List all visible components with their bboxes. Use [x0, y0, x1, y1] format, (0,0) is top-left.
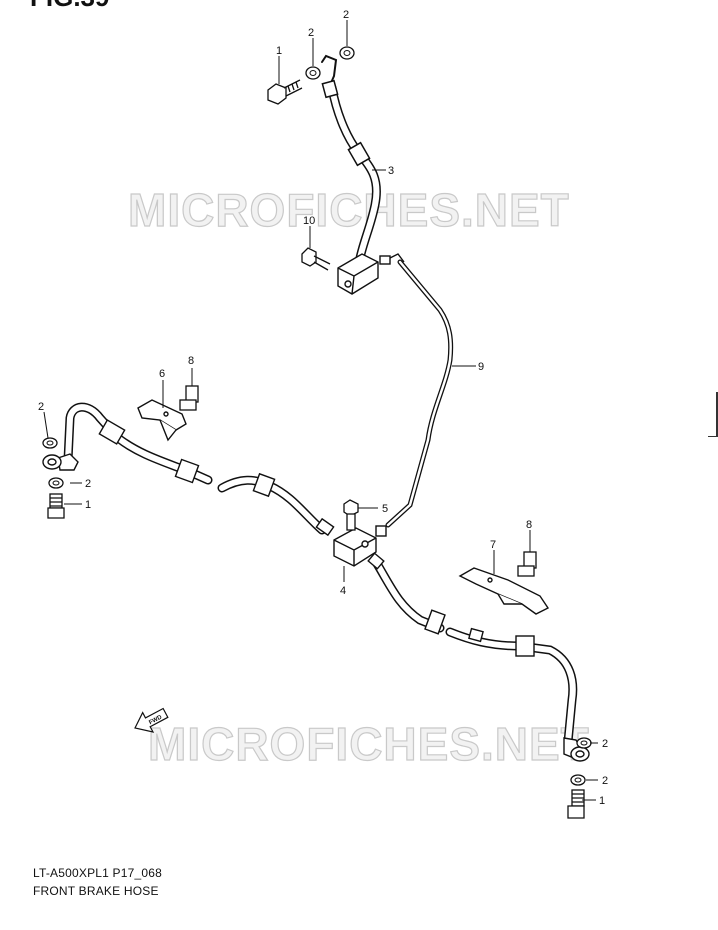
bracket-6 — [137, 399, 187, 442]
brake-pipe-9 — [385, 259, 454, 528]
center-joint-block — [333, 525, 387, 567]
callout-2: 2 — [602, 775, 608, 787]
callout-9: 9 — [478, 361, 484, 373]
callout-7: 7 — [490, 539, 496, 551]
callout-4: 4 — [340, 585, 346, 597]
callout-8: 8 — [188, 355, 194, 367]
upper-brake-hose — [321, 54, 381, 263]
drawing-title: FRONT BRAKE HOSE — [33, 884, 159, 898]
washer-icon — [309, 70, 317, 76]
callout-3: 3 — [388, 165, 394, 177]
callout-5: 5 — [382, 503, 388, 515]
right-brake-hose — [371, 557, 578, 747]
figure-label: FIG.39 — [30, 0, 109, 12]
left-hose-fittings — [42, 419, 335, 537]
callout-1: 1 — [276, 45, 282, 57]
callout-1: 1 — [85, 499, 91, 511]
bolt-10 — [301, 247, 331, 271]
drawing-code: LT-A500XPL1 P17_068 — [33, 866, 163, 880]
bolt-8-left — [179, 385, 199, 411]
page-edge-tick — [708, 436, 718, 437]
washer-icon — [52, 480, 60, 486]
callout-10: 10 — [303, 215, 315, 227]
washer-icon — [580, 740, 588, 746]
banjo-bolt-right — [567, 789, 585, 819]
washer-icon — [46, 440, 54, 446]
callout-1: 1 — [599, 795, 605, 807]
right-hose-fittings — [367, 552, 590, 762]
callout-2: 2 — [343, 9, 349, 21]
banjo-bolt-top — [267, 79, 303, 105]
washer-icon — [574, 777, 582, 783]
bolt-5 — [343, 499, 359, 531]
callout-2: 2 — [308, 27, 314, 39]
washer-icon — [343, 50, 351, 56]
callout-2: 2 — [85, 478, 91, 490]
watermark-top: MICROFICHES.NET — [128, 184, 570, 236]
page-edge-mark — [716, 392, 718, 436]
callout-6: 6 — [159, 368, 165, 380]
bolt-8-right — [517, 551, 537, 577]
banjo-bolt-left — [47, 493, 65, 519]
callout-leaders — [43, 20, 598, 801]
callout-2: 2 — [38, 401, 44, 413]
callout-labels: 1 2 2 3 10 9 6 8 2 2 1 5 4 7 8 2 2 1 — [38, 9, 608, 807]
bracket-7 — [458, 567, 550, 615]
callout-2: 2 — [602, 738, 608, 750]
watermark-bottom: MICROFICHES.NET — [148, 718, 590, 770]
callout-8: 8 — [526, 519, 532, 531]
upper-joint-block — [337, 253, 405, 295]
